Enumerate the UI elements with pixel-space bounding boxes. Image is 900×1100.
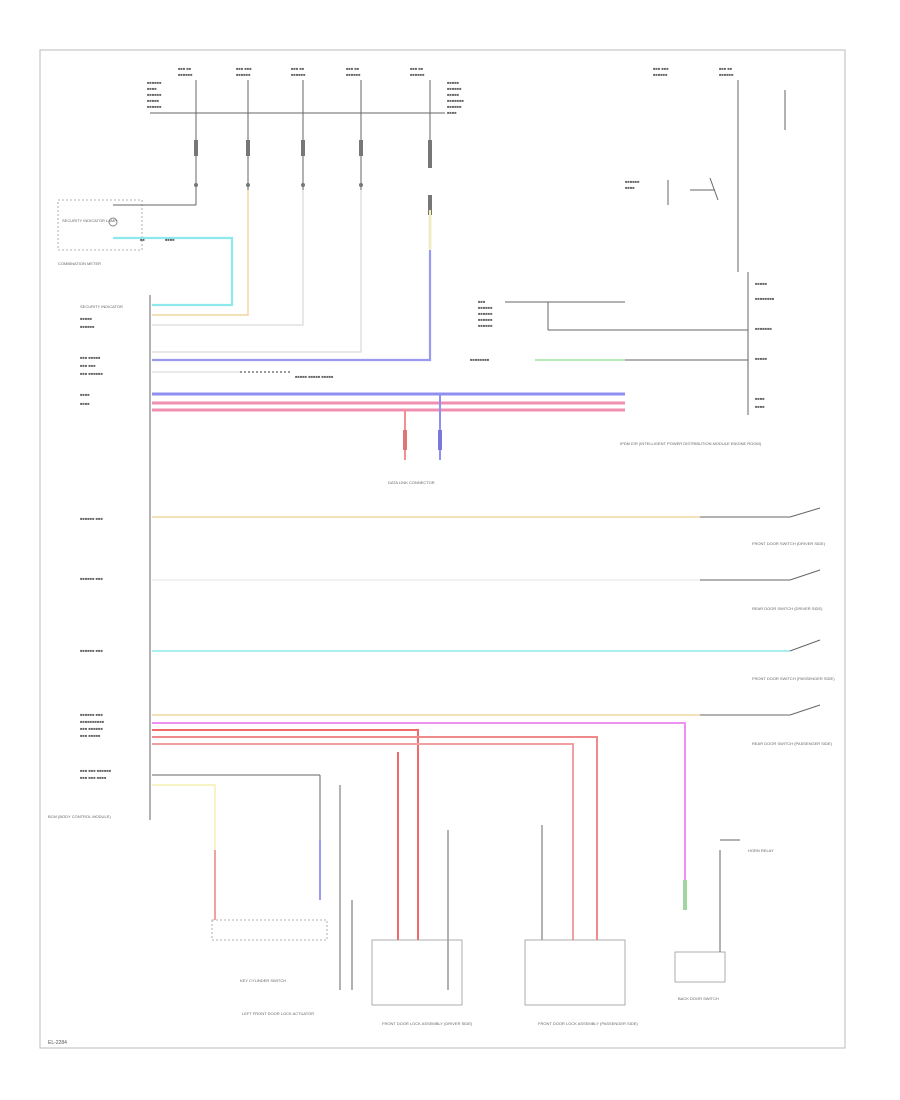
svg-text:■■: ■■ xyxy=(140,237,145,242)
svg-text:■■■ ■■: ■■■ ■■ xyxy=(719,66,733,71)
lock-actuator-wiring: LEFT FRONT DOOR LOCK ACTUATOR KEY CYLIND… xyxy=(152,722,774,1026)
svg-text:■■■■■■: ■■■■■■ xyxy=(625,179,640,184)
svg-text:■■■■: ■■■■ xyxy=(80,392,90,397)
svg-text:■■■■■■: ■■■■■■ xyxy=(80,324,95,329)
svg-text:■■■■■■: ■■■■■■ xyxy=(478,311,493,316)
security-indicator-lamp: SECURITY INDICATOR LAMP COMBINATION METE… xyxy=(57,190,234,307)
svg-text:■■■■■■: ■■■■■■ xyxy=(147,92,162,97)
svg-text:■■■■: ■■■■ xyxy=(147,86,157,91)
svg-text:■■■■■: ■■■■■ xyxy=(80,316,93,321)
door-lock-fl-label: FRONT DOOR LOCK ASSEMBLY (PASSENGER SIDE… xyxy=(538,1021,638,1026)
door-sw-fr-label: FRONT DOOR SWITCH (DRIVER SIDE) xyxy=(752,541,826,546)
combination-meter-label: COMBINATION METER xyxy=(58,261,101,266)
door-lock-left-label: LEFT FRONT DOOR LOCK ACTUATOR xyxy=(242,1011,314,1016)
svg-text:■■■■■■ ■■■: ■■■■■■ ■■■ xyxy=(80,576,103,581)
svg-text:■■■■■■: ■■■■■■ xyxy=(447,104,462,109)
svg-text:■■■■■■■: ■■■■■■■ xyxy=(447,98,464,103)
svg-text:■■■■: ■■■■ xyxy=(625,185,635,190)
svg-text:■■■■: ■■■■ xyxy=(755,404,765,409)
svg-text:■■■■■■: ■■■■■■ xyxy=(410,72,425,77)
svg-text:■■■ ■■■ ■■■■■■: ■■■ ■■■ ■■■■■■ xyxy=(80,768,112,773)
svg-text:■■■ ■■: ■■■ ■■ xyxy=(178,66,192,71)
svg-text:■■■■■: ■■■■■ xyxy=(755,281,768,286)
svg-text:■■■ ■■■: ■■■ ■■■ xyxy=(236,66,252,71)
svg-text:■■■ ■■■: ■■■ ■■■ xyxy=(80,363,96,368)
svg-text:■■■ ■■■■■: ■■■ ■■■■■ xyxy=(80,733,101,738)
svg-text:■■■■■: ■■■■■ xyxy=(147,98,160,103)
svg-text:■■■ ■■■■■: ■■■ ■■■■■ xyxy=(80,355,101,360)
svg-text:■■■■■: ■■■■■ xyxy=(755,356,768,361)
diagram-frame xyxy=(39,49,846,1049)
svg-text:■■■ ■■■: ■■■ ■■■ xyxy=(653,66,669,71)
svg-text:■■■■■■: ■■■■■■ xyxy=(147,80,162,85)
svg-text:■■■ ■■■■■■: ■■■ ■■■■■■ xyxy=(80,371,103,376)
svg-text:■■■■■■: ■■■■■■ xyxy=(291,72,306,77)
svg-text:■■■■■ ■■■■■ ■■■■■: ■■■■■ ■■■■■ ■■■■■ xyxy=(295,374,334,379)
svg-text:■■■■■■■■■■: ■■■■■■■■■■ xyxy=(80,719,105,724)
svg-text:■■■■■■: ■■■■■■ xyxy=(478,317,493,322)
top-power-sources: ■■■ ■■■■■■■■ ■■■ ■■■■■■■■■ ■■■ ■■■■■■■■ … xyxy=(147,66,786,272)
svg-text:■■■■■■ ■■■: ■■■■■■ ■■■ xyxy=(80,516,103,521)
svg-text:■■■■■■: ■■■■■■ xyxy=(478,323,493,328)
svg-text:■■■■: ■■■■ xyxy=(165,237,175,242)
svg-text:■■■■■■: ■■■■■■ xyxy=(478,305,493,310)
svg-text:■■■■■■: ■■■■■■ xyxy=(147,104,162,109)
svg-text:■■■ ■■■■■■: ■■■ ■■■■■■ xyxy=(80,726,103,731)
ipdm-label: IPDM E/R (INTELLIGENT POWER DISTRIBUTION… xyxy=(620,441,762,446)
svg-text:■■■■: ■■■■ xyxy=(80,401,90,406)
svg-text:■■■: ■■■ xyxy=(478,299,486,304)
svg-text:■■■ ■■: ■■■ ■■ xyxy=(346,66,360,71)
door-sw-lr-label: REAR DOOR SWITCH (PASSENGER SIDE) xyxy=(752,741,833,746)
svg-text:■■■■■■■■: ■■■■■■■■ xyxy=(470,357,490,362)
svg-text:■■■■■■: ■■■■■■ xyxy=(447,86,462,91)
svg-text:■■■■: ■■■■ xyxy=(755,396,765,401)
svg-text:■■■■■■ ■■■: ■■■■■■ ■■■ xyxy=(80,648,103,653)
svg-text:■■■■■■■■: ■■■■■■■■ xyxy=(755,296,775,301)
svg-text:■■■■■■: ■■■■■■ xyxy=(346,72,361,77)
svg-text:■■■■■: ■■■■■ xyxy=(447,80,460,85)
security-indicator-label: SECURITY INDICATOR xyxy=(80,304,123,309)
svg-text:■■■ ■■: ■■■ ■■ xyxy=(410,66,424,71)
key-cyl-label: KEY CYLINDER SWITCH xyxy=(240,978,286,983)
horn-label: HORN RELAY xyxy=(748,848,774,853)
svg-text:■■■■■■: ■■■■■■ xyxy=(236,72,251,77)
svg-text:■■■■■■ ■■■: ■■■■■■ ■■■ xyxy=(80,712,103,717)
back-door-label: BACK DOOR SWITCH xyxy=(678,996,719,1001)
security-indicator-lamp-label: SECURITY INDICATOR LAMP xyxy=(62,218,117,223)
svg-text:■■■ ■■: ■■■ ■■ xyxy=(291,66,305,71)
svg-text:■■■ ■■■ ■■■■: ■■■ ■■■ ■■■■ xyxy=(80,775,107,780)
diagram-id: EL-2284 xyxy=(48,1040,67,1046)
svg-text:■■■■■■: ■■■■■■ xyxy=(653,72,668,77)
door-switch-lines: FRONT DOOR SWITCH (DRIVER SIDE) REAR DOO… xyxy=(152,507,835,746)
svg-text:■■■■■■: ■■■■■■ xyxy=(178,72,193,77)
ipdm-block: ■■■ ■■■■■■ ■■■■■■ ■■■■■■ ■■■■■■ ■■■■■■■■… xyxy=(470,272,775,446)
door-sw-lf-label: FRONT DOOR SWITCH (PASSENGER SIDE) xyxy=(752,676,835,681)
bcm-block: SECURITY INDICATOR ■■■■■ ■■■■■■ ■■■ ■■■■… xyxy=(48,190,625,820)
door-sw-rr-label: REAR DOOR SWITCH (DRIVER SIDE) xyxy=(752,606,823,611)
bcm-note: BCM (BODY CONTROL MODULE) xyxy=(48,814,111,819)
data-link-label: DATA LINK CONNECTOR xyxy=(388,480,435,485)
svg-text:■■■■: ■■■■ xyxy=(447,110,457,115)
svg-text:■■■■■■■: ■■■■■■■ xyxy=(755,326,772,331)
door-lock-fr-label: FRONT DOOR LOCK ASSEMBLY (DRIVER SIDE) xyxy=(382,1021,473,1026)
svg-text:■■■■■: ■■■■■ xyxy=(447,92,460,97)
svg-text:■■■■■■: ■■■■■■ xyxy=(719,72,734,77)
